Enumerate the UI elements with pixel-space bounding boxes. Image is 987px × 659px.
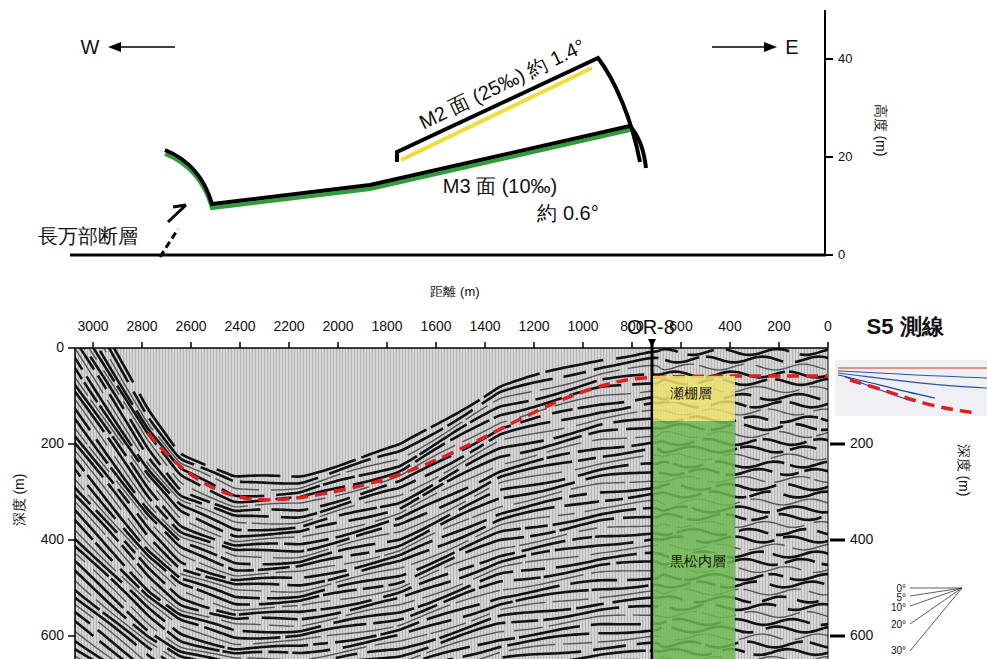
- axis-tick-label: 3000: [77, 319, 108, 334]
- axis-title: 深度 (m): [12, 474, 27, 527]
- axis-title: 高度 (m): [872, 104, 887, 157]
- axis-title: 深度 (m): [955, 444, 970, 497]
- borehole-label: OR-8: [627, 316, 675, 338]
- axis-title: 距離 (m): [430, 285, 479, 299]
- axis-tick-label: 2400: [224, 319, 255, 334]
- axis-tick-label: 400: [41, 532, 64, 547]
- formation-band: 瀬棚層: [653, 376, 735, 421]
- axis-tick-label: 0: [56, 340, 64, 355]
- axis-tick-label: 200: [850, 436, 873, 451]
- seismic-section: [68, 273, 845, 659]
- surface-label: 約 0.6°: [537, 202, 598, 224]
- axis-tick-label: 2800: [126, 319, 157, 334]
- axis-tick-label: 400: [850, 532, 873, 547]
- formation-name: 瀬棚層: [669, 385, 713, 402]
- axis-tick-label: 400: [718, 319, 741, 334]
- formation-band: 黒松内層: [653, 421, 735, 659]
- axis-tick-label: 0: [824, 319, 832, 334]
- axis-tick-label: 40: [838, 52, 852, 66]
- topographic-profile: [70, 10, 833, 257]
- axis-tick-label: 600: [850, 628, 873, 643]
- axis-tick-label: 20: [838, 150, 852, 164]
- direction-label: W: [81, 36, 100, 58]
- formation-name: 黒松内層: [669, 553, 727, 570]
- axis-tick-label: 1600: [420, 319, 451, 334]
- dip-angle-label: 30°: [891, 645, 906, 656]
- inset-profile: [835, 360, 987, 416]
- horizon-line: [850, 380, 975, 413]
- axis-tick-label: 2600: [175, 319, 206, 334]
- direction-label: E: [785, 36, 798, 58]
- axis-tick-label: 1400: [469, 319, 500, 334]
- dip-angle-label: 5°: [896, 592, 906, 603]
- axis-tick-label: 600: [41, 628, 64, 643]
- dip-angle-label: 20°: [891, 619, 906, 630]
- surface-label: M3 面 (10‰): [443, 175, 557, 197]
- section-title: S5 測線: [866, 315, 943, 339]
- axis-tick-label: 0: [838, 248, 845, 262]
- axis-tick-label: 1000: [567, 319, 598, 334]
- axis-tick-label: 200: [767, 319, 790, 334]
- axis-tick-label: 2200: [273, 319, 304, 334]
- fault-label: 長万部断層: [38, 225, 138, 247]
- axis-tick-label: 1200: [518, 319, 549, 334]
- dip-angle-label: 10°: [891, 602, 906, 613]
- axis-tick-label: 2000: [322, 319, 353, 334]
- axis-tick-label: 1800: [371, 319, 402, 334]
- axis-tick-label: 200: [41, 436, 64, 451]
- dip-scale: [910, 588, 962, 651]
